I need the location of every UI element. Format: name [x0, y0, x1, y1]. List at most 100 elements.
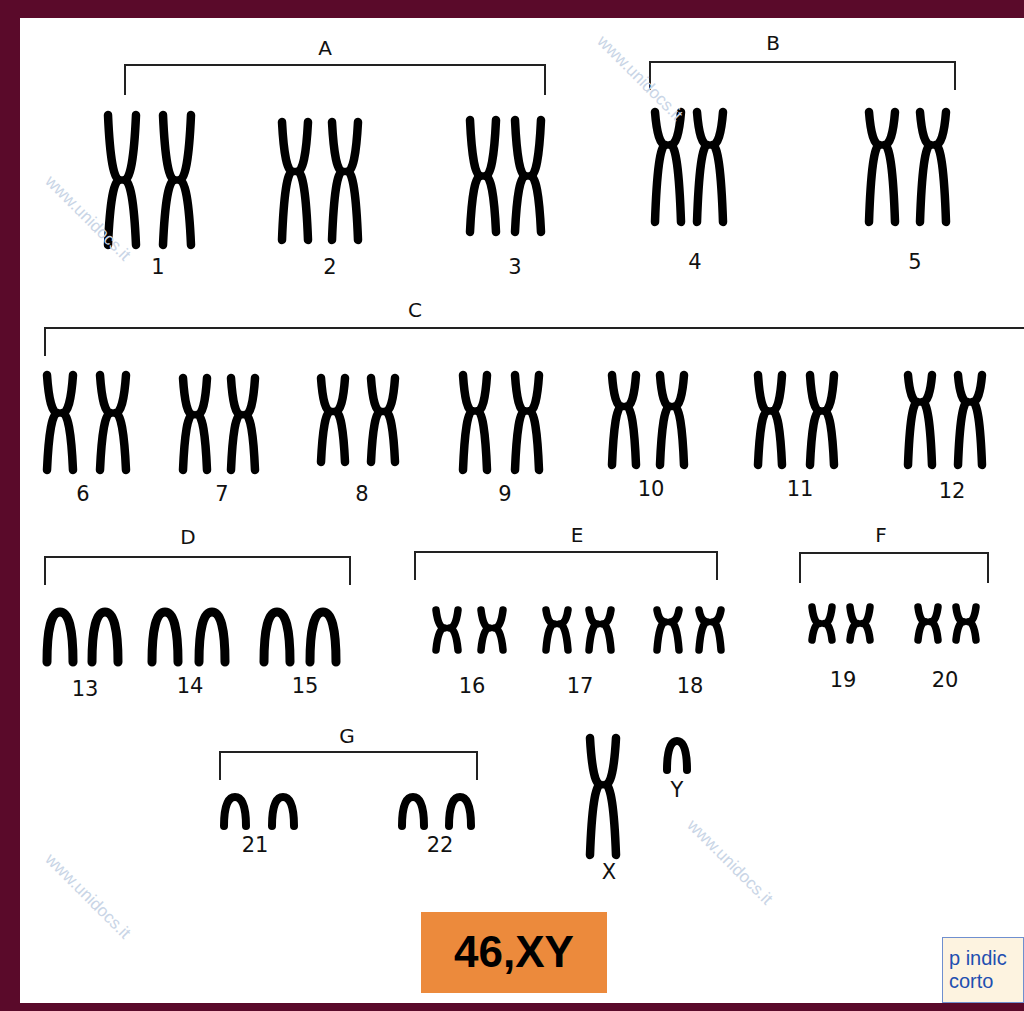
chromosome-number: 12 [939, 481, 966, 502]
chromatid [450, 610, 459, 650]
chromosome-number: 14 [177, 676, 204, 697]
chromatid [152, 612, 178, 662]
chromatid [758, 375, 768, 465]
bracket [800, 553, 988, 583]
chromosome-number: 21 [242, 835, 269, 856]
chromatid [282, 122, 293, 240]
chromatid [603, 610, 612, 650]
chromatid [386, 378, 396, 462]
chromatid [863, 607, 871, 640]
chromosome-number: 4 [688, 252, 701, 273]
chromatid [589, 610, 598, 650]
chromosome-number: 10 [638, 479, 665, 500]
chromatid [923, 375, 933, 465]
chromosome-number: 9 [498, 484, 511, 505]
note-box: p indic corto [942, 937, 1024, 1003]
chromatid [908, 375, 918, 465]
group-letter: E [571, 525, 584, 545]
chromatid [108, 115, 120, 245]
chromatid [449, 797, 471, 826]
chromatid [713, 610, 722, 650]
chromosome-number: 8 [355, 484, 368, 505]
watermark: www.unidocs.it [684, 816, 776, 908]
group-letter: B [766, 33, 780, 53]
chromosome-number: 22 [427, 835, 454, 856]
chromatid [850, 607, 858, 640]
chromosome-number: 7 [215, 484, 228, 505]
chromatid [183, 378, 193, 470]
chromatid [869, 112, 880, 222]
chromatid [199, 612, 225, 662]
chromosome-number: 1 [151, 257, 164, 278]
chromatid [627, 375, 637, 465]
chromatid [810, 375, 820, 465]
chromosome-number: 5 [908, 252, 921, 273]
chromosome-number: 17 [567, 676, 594, 697]
chromatid [671, 610, 680, 650]
chromatid [606, 738, 617, 855]
chromatid [264, 612, 290, 662]
chromatid [825, 375, 835, 465]
chromatid [958, 375, 968, 465]
chromatid [100, 375, 111, 470]
chromosome-number: 18 [677, 676, 704, 697]
chromatid [515, 375, 525, 470]
chromosome-number: 19 [830, 670, 857, 691]
bracket [415, 552, 717, 580]
chromatid [655, 112, 666, 222]
chromatid [180, 115, 192, 245]
chromatid [336, 378, 346, 462]
chromatid [478, 375, 488, 470]
chromatid [348, 122, 359, 240]
chromatid [470, 120, 481, 232]
chromatid [436, 610, 445, 650]
chromatid [918, 607, 926, 640]
chromosome-number: 3 [508, 257, 521, 278]
chromatid [272, 797, 294, 826]
chromosome-number: 15 [292, 676, 319, 697]
chromatid [332, 122, 343, 240]
chromatid [713, 112, 724, 222]
chromatid [371, 378, 381, 462]
group-letter: F [875, 525, 887, 545]
chromosome-number: 16 [459, 676, 486, 697]
chromatid [931, 607, 939, 640]
chromosome-number: 20 [932, 670, 959, 691]
chromatid [531, 120, 542, 232]
chromatid [92, 612, 118, 662]
bracket [45, 328, 1024, 356]
chromatid [773, 375, 783, 465]
chromatid [936, 112, 947, 222]
chromosome-number: X [602, 862, 616, 883]
chromatid [969, 607, 977, 640]
chromatid [671, 112, 682, 222]
chromatid [463, 375, 473, 470]
chromatid [675, 375, 685, 465]
chromatid [125, 115, 137, 245]
chromatid [657, 610, 666, 650]
chromatid [956, 607, 964, 640]
chromosome-number: 11 [787, 479, 814, 500]
chromatid [481, 610, 490, 650]
chromatid [885, 112, 896, 222]
karyotype-formula-box: 46,XY [421, 912, 607, 993]
chromatid [697, 112, 708, 222]
chromatid [660, 375, 670, 465]
group-letter: C [408, 300, 422, 320]
bracket [220, 752, 477, 780]
chromosome-number: 6 [76, 484, 89, 505]
chromatid [47, 375, 58, 470]
chromatid [298, 122, 309, 240]
chromatid [310, 612, 336, 662]
chromatid [973, 375, 983, 465]
chromatid [546, 610, 555, 650]
chromatid [590, 738, 601, 855]
frame-bottom [0, 1003, 1024, 1011]
frame-left [0, 0, 20, 1011]
group-letter: G [339, 726, 355, 746]
chromatid [116, 375, 127, 470]
group-brackets [45, 62, 1024, 780]
box-text: 46,XY [427, 927, 601, 978]
